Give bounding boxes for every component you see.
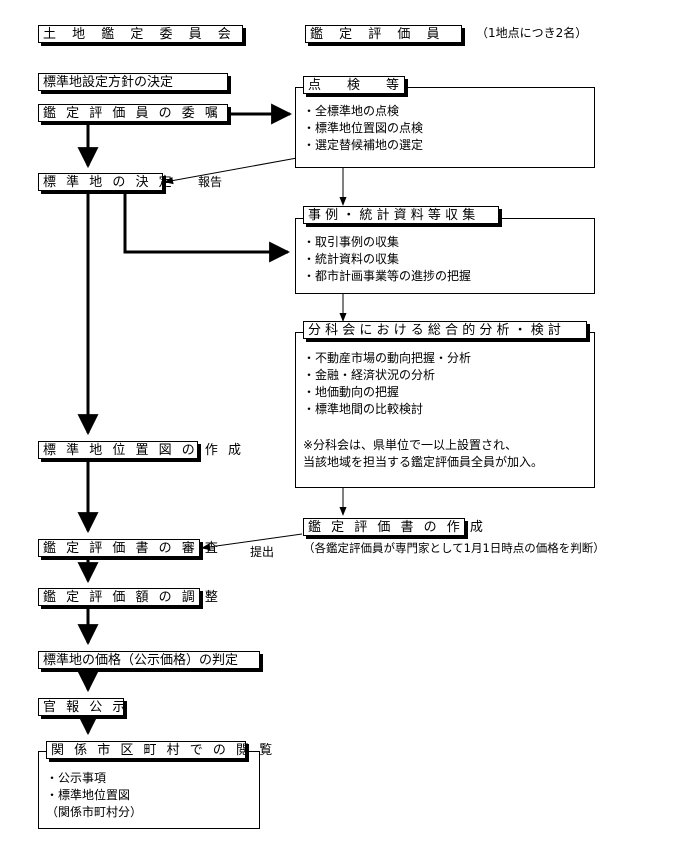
- arrow-check-report-back: [164, 157, 298, 185]
- analysis-note: ※分科会は、県単位で一以上設置され、 当該地域を担当する鑑定評価員全員が加入。: [303, 437, 543, 471]
- analysis-item: ・金融・経済状況の分析: [303, 368, 436, 382]
- report-note: （各鑑定評価員が専門家として1月1日時点の価格を判断）: [303, 541, 605, 555]
- collect-item: ・統計資料の収集: [303, 252, 400, 266]
- appraiser-note: （1地点につき2名）: [476, 26, 588, 40]
- collect-title: 事 例 ・ 統 計 資 料 等 収 集: [303, 206, 499, 224]
- step-inspection: 関 係 市 区 町 村 で の 閲 覧: [46, 741, 272, 759]
- collect-item: ・都市計画事業等の進捗の把握: [303, 269, 472, 283]
- appraiser-header: 鑑 定 評 価 員: [305, 25, 462, 43]
- analysis-item: ・不動産市場の動向把握・分析: [303, 351, 472, 365]
- report-back-label: 報告: [198, 175, 223, 189]
- step-commission: 鑑 定 評 価 員 の 委 嘱: [38, 104, 228, 122]
- analysis-item: ・地価動向の把握: [303, 385, 400, 399]
- collect-items: ・取引事例の収集 ・統計資料の収集 ・都市計画事業等の進捗の把握: [303, 234, 471, 285]
- check-box: [295, 87, 595, 168]
- step-adjust: 鑑 定 評 価 額 の 調 整: [38, 588, 218, 606]
- step-gazette: 官 報 公 示: [38, 698, 125, 716]
- step-map: 標 準 地 位 置 図 の 作 成: [38, 441, 241, 459]
- collect-box: [295, 218, 595, 294]
- check-title: 点 検 等: [303, 76, 405, 94]
- report-title: 鑑 定 評 価 書 の 作 成: [303, 518, 483, 536]
- check-item: ・全標準地の点検: [303, 104, 400, 118]
- step-decision: 標 準 地 の 決 定: [38, 173, 172, 191]
- analysis-note-line: 当該地域を担当する鑑定評価員全員が加入。: [303, 455, 544, 469]
- analysis-note-line: ※分科会は、県単位で一以上設置され、: [303, 438, 518, 452]
- arrow-report-submit: [201, 533, 303, 551]
- arrow-decision-to-collect: [123, 192, 291, 263]
- analysis-title: 分 科 会 に お け る 総 合 的 分 析 ・ 検 討: [303, 321, 587, 339]
- inspection-item: ・標準地位置図: [46, 788, 131, 802]
- analysis-items: ・不動産市場の動向把握・分析 ・金融・経済状況の分析 ・地価動向の把握 ・標準地…: [303, 350, 471, 418]
- inspection-box: [38, 751, 260, 829]
- check-item: ・標準地位置図の点検: [303, 121, 424, 135]
- inspection-item: （関係市町村分）: [46, 805, 143, 819]
- step-judge: 標準地の価格（公示価格）の判定: [38, 651, 260, 669]
- inspection-item: ・公示事項: [46, 771, 107, 785]
- check-items: ・全標準地の点検 ・標準地位置図の点検 ・選定替候補地の選定: [303, 103, 423, 154]
- collect-item: ・取引事例の収集: [303, 235, 400, 249]
- committee-header: 土 地 鑑 定 委 員 会: [38, 25, 243, 43]
- submit-label: 提出: [250, 545, 275, 559]
- inspection-items: ・公示事項 ・標準地位置図 （関係市町村分）: [46, 770, 142, 821]
- check-item: ・選定替候補地の選定: [303, 138, 424, 152]
- analysis-item: ・標準地間の比較検討: [303, 402, 424, 416]
- step-policy: 標準地設定方針の決定: [38, 73, 228, 91]
- step-review: 鑑 定 評 価 書 の 審 査: [38, 539, 218, 557]
